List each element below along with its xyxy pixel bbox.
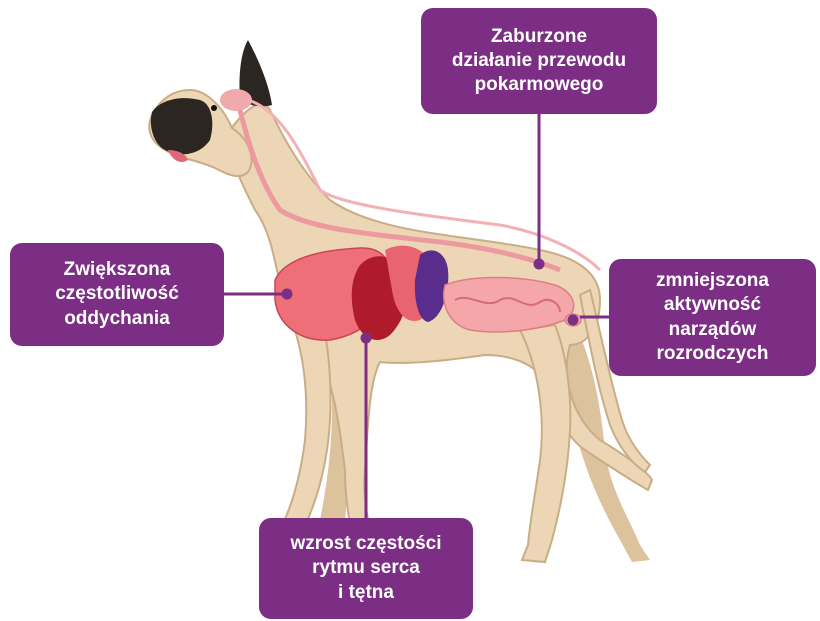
leader-breathing-dot: [283, 290, 291, 298]
heart-callout: wzrost częstości rytmu serca i tętna: [259, 518, 473, 619]
leader-digestive-dot: [535, 260, 543, 268]
brain: [220, 89, 252, 111]
breathing-callout: Zwiększona częstotliwość oddychania: [10, 243, 224, 346]
reproductive-callout-text: zmniejszona aktywność narządów rozrodczy…: [656, 269, 769, 366]
dog-illustration: [149, 40, 652, 562]
reproductive-callout: zmniejszona aktywność narządów rozrodczy…: [609, 259, 816, 376]
leader-repro-dot: [569, 316, 577, 324]
digestive-callout-text: Zaburzone działanie przewodu pokarmowego: [452, 25, 626, 98]
digestive-callout: Zaburzone działanie przewodu pokarmowego: [421, 8, 657, 114]
dog-eye: [211, 105, 217, 111]
dog-muzzle: [151, 98, 212, 154]
heart-callout-text: wzrost częstości rytmu serca i tętna: [291, 532, 442, 605]
leader-heart-dot: [362, 334, 370, 342]
breathing-callout-text: Zwiększona częstotliwość oddychania: [55, 258, 179, 331]
intestines: [444, 278, 574, 332]
